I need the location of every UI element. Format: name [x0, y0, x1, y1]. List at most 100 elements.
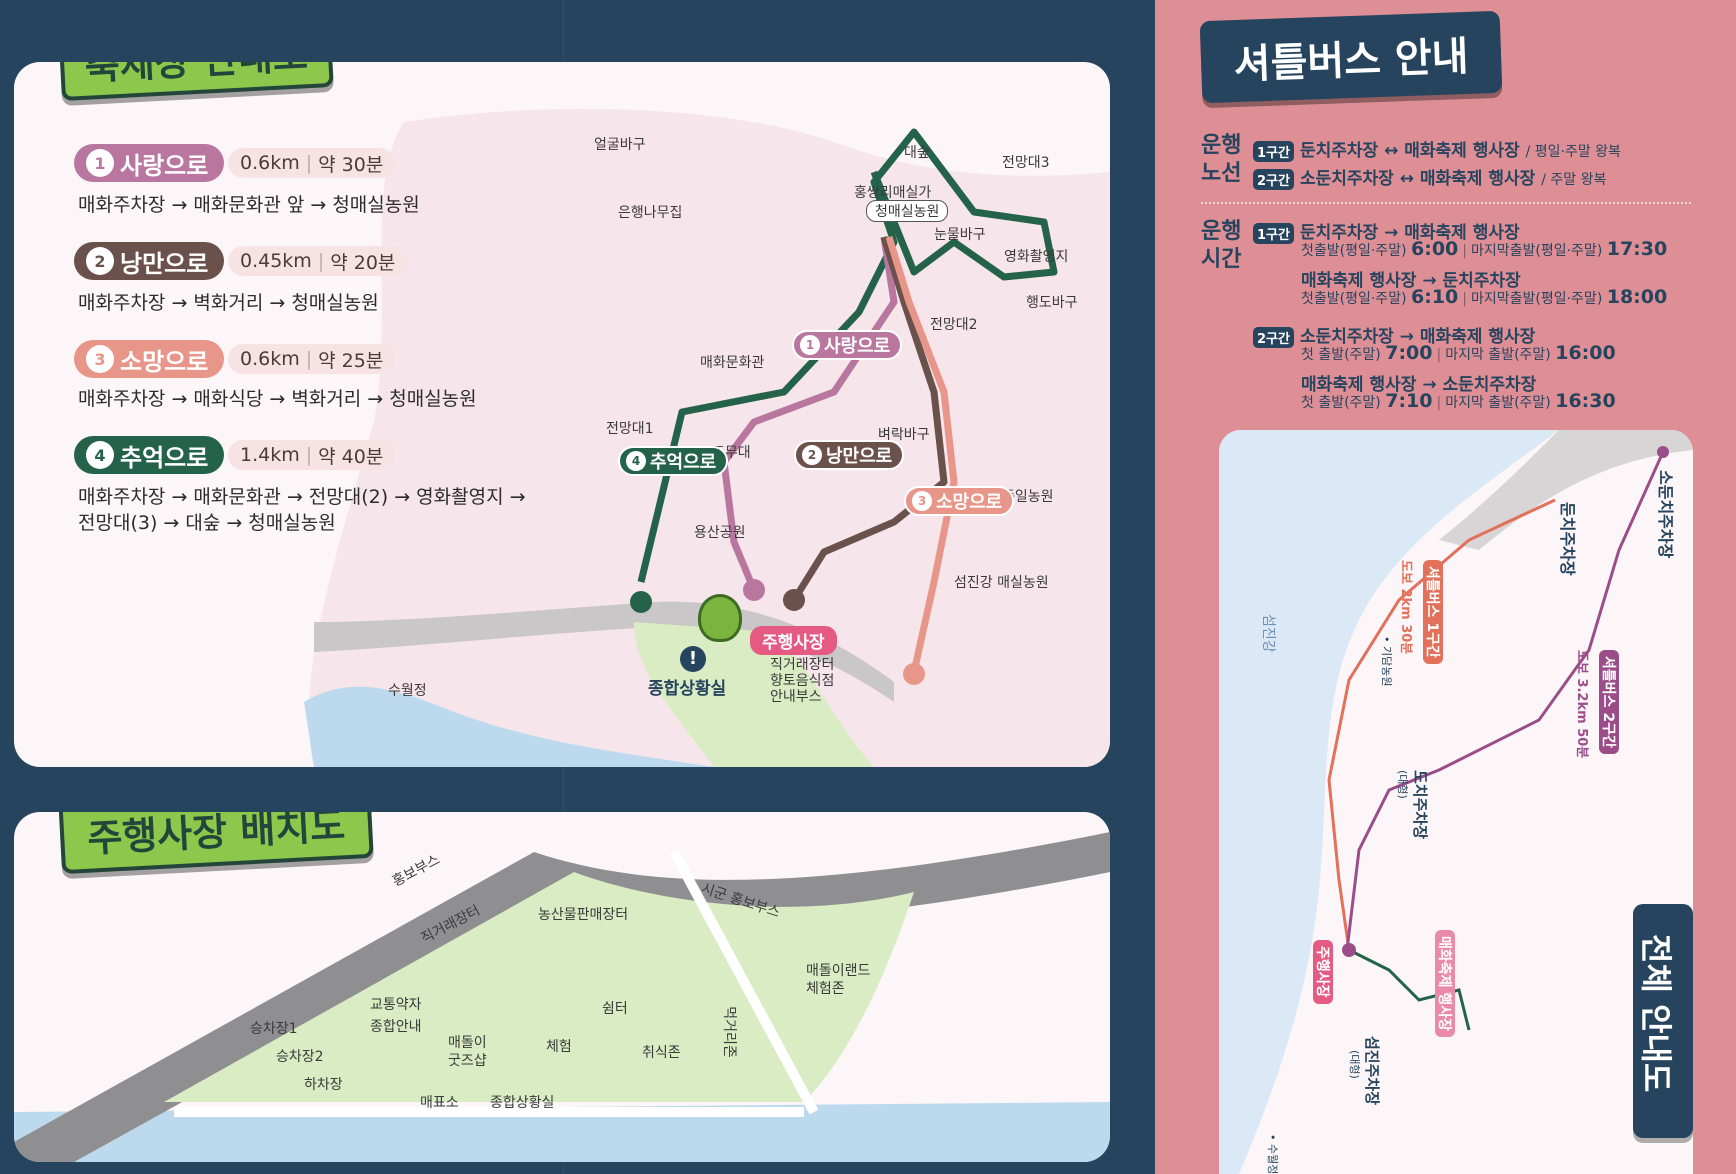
- route-2-path: 매화주차장 → 벽화거리 → 청매실농원: [78, 292, 379, 314]
- label-jeonmang1: 전망대1: [606, 421, 654, 437]
- sodunchi-point: [1657, 446, 1669, 458]
- control-room-icon: !: [680, 646, 706, 672]
- label-byeorak: 벼락바구: [878, 427, 930, 443]
- label-eunhaeng: 은행나무집: [618, 205, 683, 221]
- venue-board2: 승차장2: [276, 1049, 324, 1065]
- shuttle-divider: [1201, 202, 1691, 204]
- route-4-line: [637, 128, 1058, 583]
- route-3-line: [885, 235, 958, 673]
- route-4-name: 추억으로: [120, 443, 209, 472]
- venue-traffic: 교통약자: [370, 997, 422, 1013]
- control-room-label: 종합상황실: [648, 679, 727, 699]
- river: [304, 686, 714, 767]
- walk-loop: [1348, 948, 1471, 1031]
- shuttle-title: 셔틀버스 안내: [1199, 10, 1503, 104]
- shuttle-line-1: [1327, 498, 1556, 951]
- route-4-start: [630, 591, 652, 613]
- overview-dunchi2-sub: (대형): [1396, 770, 1409, 799]
- main-venue-sub1: 직거래장터: [770, 657, 835, 673]
- overview-suwol: • 수월정: [1266, 1134, 1279, 1174]
- venue-exp: 체험: [546, 1039, 572, 1055]
- overview-title: 전체 안내도: [1633, 904, 1693, 1138]
- main-venue-sub3: 안내부스: [770, 689, 822, 705]
- label-cheongmae: 청매실농원: [866, 200, 949, 222]
- route-2-start: [783, 589, 805, 611]
- main-point: [1342, 943, 1356, 957]
- venue-inner-road-2: [669, 849, 819, 1115]
- venue-food: 먹거리존: [720, 1006, 737, 1058]
- mascot-icon: [698, 594, 742, 642]
- overview-gidam: • 기담농원: [1380, 636, 1393, 687]
- time-s1a-detail: 첫출발(평일·주말) 6:00|마지막출발(평일·주말) 17:30: [1301, 238, 1668, 260]
- venue-layout-map: [14, 832, 1110, 1162]
- venue-land2: 체험존: [806, 981, 845, 997]
- overview-road: [1439, 430, 1693, 550]
- route-section-label: 운행 노선: [1201, 133, 1242, 186]
- venue-control: 종합상황실: [490, 1095, 555, 1111]
- venue-grounds: [164, 872, 914, 1102]
- route-3-name: 소망으로: [120, 347, 209, 376]
- route-2-number: 2: [86, 247, 114, 275]
- main-venue-label: 주행사장: [750, 626, 837, 655]
- overview-river: [1219, 430, 1559, 1174]
- route-3-distance: 0.6km|약 25분: [228, 344, 396, 374]
- venue-goods1: 매돌이: [448, 1035, 487, 1051]
- festival-map: [304, 108, 1110, 767]
- overview-festival: 매화축제 행사장: [1435, 930, 1455, 1038]
- venue-eat: 취식존: [642, 1045, 681, 1061]
- overview-map-card: 섬진강 소둔치주차장 둔치주차장 셔틀버스 1구간 도보 2km 30분 셔틀버…: [1219, 430, 1693, 1174]
- route-1-distance: 0.6km|약 30분: [228, 148, 396, 178]
- label-eolgul: 얼굴바구: [594, 137, 646, 153]
- overview-sodunchi: 소둔치주차장: [1656, 470, 1675, 559]
- label-hongssangri: 홍쌍리매실가: [854, 185, 932, 201]
- venue-info: 종합안내: [370, 1019, 422, 1035]
- shuttle-line-2: [1345, 451, 1665, 951]
- venue-board1: 승차장1: [250, 1021, 298, 1037]
- route-1-path: 매화주차장 → 매화문화관 앞 → 청매실농원: [78, 194, 420, 216]
- overview-main: 주행사장: [1313, 940, 1333, 1004]
- route-3-number: 3: [86, 345, 114, 373]
- venue-layout-card: 주행사장 배치도 홍보부스 직거래장터 농산물판매장터 시군 홍보부스 매돌이랜…: [14, 812, 1110, 1162]
- venue-drop: 하차장: [304, 1077, 343, 1093]
- route-2-distance: 0.45km|약 20분: [228, 246, 408, 276]
- route-4-number: 4: [86, 441, 114, 469]
- label-yeonghwa: 영화촬영지: [1004, 249, 1069, 265]
- label-jongil: 종일농원: [1002, 489, 1054, 505]
- route-1-name: 사랑으로: [120, 151, 209, 180]
- time-section-label: 운행 시간: [1201, 219, 1242, 272]
- route-3-path: 매화주차장 → 매화식당 → 벽화거리 → 청매실농원: [78, 388, 477, 410]
- overview-map: [1219, 430, 1693, 1174]
- overview-shuttle2-sub: 도보 3.2km 50분: [1574, 650, 1589, 759]
- label-suwoljeong: 수월정: [388, 683, 427, 699]
- time-s1b-detail: 첫출발(평일·주말) 6:10|마지막출발(평일·주말) 18:00: [1301, 286, 1668, 308]
- hill-area: [308, 108, 1110, 767]
- overview-river-label: 섬진강: [1260, 614, 1276, 653]
- route-1-start: [743, 579, 765, 601]
- label-haengdo: 행도바구: [1026, 295, 1078, 311]
- route-4-path-line1: 매화주차장 → 매화문화관 → 전망대(2) → 영화촬영지 →: [78, 486, 526, 508]
- route-1-number: 1: [86, 149, 114, 177]
- main-venue-sub2: 향토음식점: [770, 673, 835, 689]
- venue-land: 매돌이랜드: [806, 963, 871, 979]
- venue-rest: 쉼터: [602, 1001, 628, 1017]
- label-maehwa-munhwa: 매화문화관: [700, 355, 765, 371]
- route-2-line: [791, 235, 948, 602]
- overview-shuttle1: 셔틀버스 1구간: [1423, 560, 1443, 664]
- label-daesup: 대숲: [904, 145, 930, 161]
- route-4-path-line2: 전망대(3) → 대숲 → 청매실농원: [78, 512, 336, 534]
- time-s1b-title: 매화축제 행사장 → 둔치주차장: [1301, 271, 1521, 291]
- venue-ticket: 매표소: [420, 1095, 459, 1111]
- overview-shuttle1-sub: 도보 2km 30분: [1398, 560, 1413, 655]
